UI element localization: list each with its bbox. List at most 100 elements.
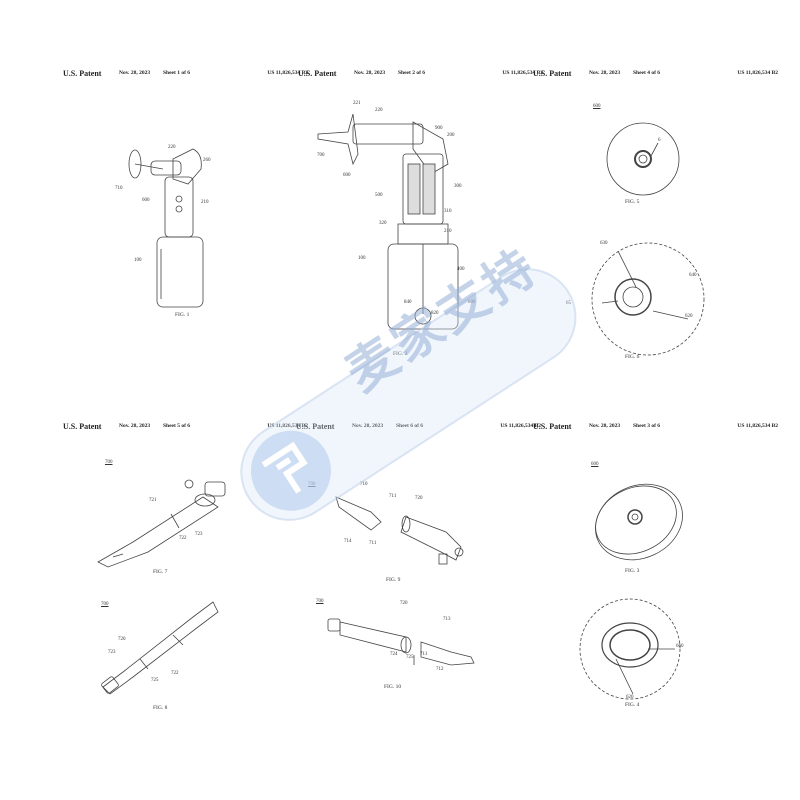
figure-caption: FIG. 9 xyxy=(386,577,401,583)
ref-label: 600 xyxy=(593,104,601,109)
ref-label: 724 xyxy=(390,652,398,657)
sheet-number: Sheet 5 of 6 xyxy=(163,423,191,429)
patent-date: Nov. 28, 2023 xyxy=(589,423,621,429)
ref-label: 800 xyxy=(468,300,476,305)
sheet-number: Sheet 3 of 6 xyxy=(633,423,661,429)
patent-date: Nov. 28, 2023 xyxy=(119,70,151,76)
disc-ring-detail-drawing xyxy=(579,598,681,700)
ref-label: 600 xyxy=(343,173,351,178)
attachment-exploded-drawing xyxy=(327,618,475,666)
patent-number: US 11,826,534 B2 xyxy=(737,423,778,429)
ref-label: 220 xyxy=(375,108,383,113)
patent-label: U.S. Patent xyxy=(298,69,337,78)
patent-date: Nov. 28, 2023 xyxy=(352,423,384,429)
ref-label: 320 xyxy=(379,221,387,226)
patent-number: US 11,826,534 B2 xyxy=(267,423,308,429)
ref-label: 100 xyxy=(358,256,366,261)
sheet-4: U.S. Patent Nov. 28, 2023 Sheet 5 of 6 U… xyxy=(63,422,308,767)
ref-label: 640 xyxy=(689,273,697,278)
ref-label: 711 xyxy=(389,494,397,499)
ref-label: 900 xyxy=(435,126,443,131)
patent-label: U.S. Patent xyxy=(533,422,572,431)
ref-label: 714 xyxy=(344,539,352,544)
massage-gun-section-drawing xyxy=(317,113,459,330)
sheet-number: Sheet 1 of 6 xyxy=(163,70,191,76)
ref-label: 722 xyxy=(179,536,187,541)
ref-label: 725 xyxy=(151,678,159,683)
sheet-5: U.S. Patent Nov. 28, 2023 Sheet 6 of 6 U… xyxy=(296,422,541,767)
sheet-number: Sheet 2 of 6 xyxy=(398,70,426,76)
figure-caption: FIG. 2 xyxy=(393,351,408,357)
ref-label: 725 xyxy=(406,655,414,660)
ref-label: 310 xyxy=(444,209,452,214)
patent-label: U.S. Patent xyxy=(63,422,102,431)
ref-label: 620 xyxy=(685,314,693,319)
patent-label: U.S. Patent xyxy=(63,69,102,78)
sheet-number: Sheet 4 of 6 xyxy=(633,70,661,76)
attachment-drawing xyxy=(101,601,219,695)
figure-caption: FIG. 4 xyxy=(625,702,640,708)
ref-label: 500 xyxy=(375,193,383,198)
sheet-2: U.S. Patent Nov. 28, 2023 Sheet 2 of 6 U… xyxy=(298,69,543,414)
disc-drawing xyxy=(606,122,680,196)
sheet-header: U.S. Patent Nov. 28, 2023 Sheet 4 of 6 U… xyxy=(533,69,778,83)
sheet-header: U.S. Patent Nov. 28, 2023 Sheet 1 of 6 U… xyxy=(63,69,308,83)
ref-label: 260 xyxy=(203,158,211,163)
ref-label: 711 xyxy=(420,652,428,657)
sheet-number: Sheet 6 of 6 xyxy=(396,423,424,429)
sheet-3: U.S. Patent Nov. 28, 2023 Sheet 4 of 6 U… xyxy=(533,69,778,414)
ref-label: 6 xyxy=(658,138,661,143)
figure-caption: FIG. 6 xyxy=(625,354,640,360)
figure-caption: FIG. 5 xyxy=(625,199,640,205)
ref-label: 700 xyxy=(316,599,324,604)
patent-date: Nov. 28, 2023 xyxy=(354,70,386,76)
ref-label: 710 xyxy=(115,186,123,191)
attachment-parts-drawing xyxy=(335,496,464,565)
attachment-drawing xyxy=(97,479,226,568)
figure-caption: FIG. 3 xyxy=(625,568,640,574)
patent-label: U.S. Patent xyxy=(533,69,572,78)
ref-label: 700 xyxy=(317,153,325,158)
sheet-6: U.S. Patent Nov. 28, 2023 Sheet 3 of 6 U… xyxy=(533,422,778,767)
ref-label: 300 xyxy=(454,184,462,189)
figure-caption: FIG. 10 xyxy=(384,684,402,690)
ref-label: 200 xyxy=(447,133,455,138)
ref-label: 630 xyxy=(600,241,608,246)
patent-date: Nov. 28, 2023 xyxy=(589,70,621,76)
ref-label: 700 xyxy=(101,602,109,607)
ref-label: 400 xyxy=(457,267,465,272)
ref-label: 65 xyxy=(566,301,571,306)
ref-label: 720 xyxy=(400,601,408,606)
patent-label: U.S. Patent xyxy=(296,422,335,431)
ref-label: 720 xyxy=(118,637,126,642)
figure-caption: FIG. 7 xyxy=(153,569,168,575)
ref-label: 711 xyxy=(369,541,377,546)
massage-gun-drawing xyxy=(128,148,204,308)
ref-label: 723 xyxy=(195,532,203,537)
patent-number: US 11,826,534 B2 xyxy=(502,70,543,76)
sheet-header: U.S. Patent Nov. 28, 2023 Sheet 3 of 6 U… xyxy=(533,422,778,436)
ref-label: 713 xyxy=(443,617,451,622)
sheet-1: U.S. Patent Nov. 28, 2023 Sheet 1 of 6 U… xyxy=(63,69,308,414)
figure-caption: FIG. 8 xyxy=(153,705,168,711)
patent-date: Nov. 28, 2023 xyxy=(119,423,151,429)
ref-label: 210 xyxy=(444,229,452,234)
ref-label: 221 xyxy=(353,101,361,106)
sheet-header: U.S. Patent Nov. 28, 2023 Sheet 2 of 6 U… xyxy=(298,69,543,83)
disc-detail-drawing xyxy=(591,242,705,356)
patent-number: US 11,826,534 B2 xyxy=(500,423,541,429)
sheet-header: U.S. Patent Nov. 28, 2023 Sheet 5 of 6 U… xyxy=(63,422,308,436)
ref-label: 721 xyxy=(149,498,157,503)
ref-label: 600 xyxy=(591,462,599,467)
ref-label: 700 xyxy=(105,460,113,465)
ref-label: 720 xyxy=(415,496,423,501)
disc-perspective-drawing xyxy=(595,483,683,561)
ref-label: 660 xyxy=(676,644,684,649)
ref-label: 723 xyxy=(108,650,116,655)
patent-number: US 11,826,534 B2 xyxy=(737,70,778,76)
ref-label: 722 xyxy=(171,671,179,676)
ref-label: 600 xyxy=(142,198,150,203)
ref-label: 700 xyxy=(308,482,316,487)
ref-label: 710 xyxy=(360,482,368,487)
ref-label: 100 xyxy=(134,258,142,263)
